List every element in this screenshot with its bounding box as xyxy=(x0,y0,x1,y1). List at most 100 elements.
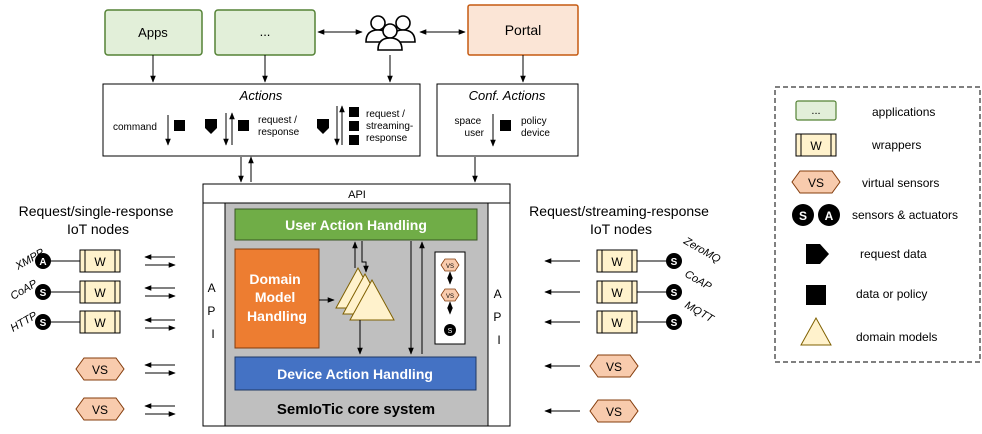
right-sensor-icon-1 xyxy=(666,253,682,269)
left-sensor-letter-2: S xyxy=(40,318,47,329)
right-vs-2-shape xyxy=(589,399,639,423)
right-arrows xyxy=(544,258,580,414)
user-action-label: User Action Handling xyxy=(285,217,427,233)
left-wrapper-3 xyxy=(79,310,121,334)
stream-vs-label-1: VS xyxy=(446,264,454,270)
left-node-row-1[interactable]: XMPP A W xyxy=(13,246,121,273)
left-vs-2-shape xyxy=(75,397,125,421)
conf-data-square xyxy=(500,120,511,131)
left-actuator-letter: A xyxy=(39,257,46,268)
right-protocol-zeromq: ZeroMQ xyxy=(681,235,723,266)
legend-request-data: request data xyxy=(806,244,927,264)
legend-domain-models: domain models xyxy=(800,316,937,346)
stream-sensor-icon xyxy=(444,324,456,336)
legend-box xyxy=(774,86,981,363)
legend-applications: ... applications xyxy=(795,100,935,121)
request-data-pentagon-1 xyxy=(205,119,217,134)
domain-models-triangles xyxy=(335,266,395,321)
right-sensor-letter-2: S xyxy=(671,288,678,299)
legend-sensor-symbol: S xyxy=(799,209,807,223)
legend-domain-label: domain models xyxy=(856,330,937,344)
left-sensor-icon-2 xyxy=(35,314,51,330)
right-protocol-coap: CoAP xyxy=(683,268,714,293)
right-vs-2[interactable]: VS xyxy=(589,399,639,423)
legend-actuator-swatch xyxy=(818,204,840,226)
device-action-handling[interactable] xyxy=(234,356,477,391)
left-wrapper-2-label: W xyxy=(94,286,106,300)
core-system-label: SemIoTic core system xyxy=(277,401,435,418)
legend-app-symbol: ... xyxy=(811,105,820,117)
domain-model-triangle-3 xyxy=(349,278,395,321)
right-sensor-icon-2 xyxy=(666,284,682,300)
left-actuator-icon xyxy=(35,253,51,269)
command-data-square xyxy=(174,120,185,131)
left-vs-1-shape xyxy=(75,357,125,381)
api-top-label: API xyxy=(348,189,366,201)
conf-right-label: policy device xyxy=(521,116,550,139)
left-vs-2[interactable]: VS xyxy=(75,397,125,421)
rs-data-square-3 xyxy=(349,135,359,145)
right-nodes-title: Request/streaming-response IoT nodes xyxy=(529,203,713,237)
legend-data-policy: data or policy xyxy=(806,285,927,305)
left-node-row-2[interactable]: CoAP S W xyxy=(9,278,121,304)
right-node-row-1[interactable]: W S ZeroMQ xyxy=(596,235,723,273)
right-protocol-mqtt: MQTT xyxy=(683,299,717,326)
conf-left-label: space user xyxy=(455,116,485,139)
actions-command-label: command xyxy=(113,122,157,133)
api-left-label: A P I xyxy=(207,281,218,341)
legend-request-label: request data xyxy=(860,247,927,261)
right-vs-1-label: VS xyxy=(606,360,622,374)
right-node-row-3[interactable]: W S MQTT xyxy=(596,299,717,334)
stream-vs-label-2: VS xyxy=(446,294,454,300)
left-wrapper-1 xyxy=(79,249,121,273)
stream-vs-icon-1 xyxy=(440,258,460,272)
actions-title: Actions xyxy=(239,88,283,103)
right-node-row-2[interactable]: W S CoAP xyxy=(596,268,714,304)
left-vs-1[interactable]: VS xyxy=(75,357,125,381)
user-action-handling[interactable] xyxy=(234,208,478,241)
legend-sensor-swatch xyxy=(792,204,814,226)
domain-model-handling[interactable] xyxy=(234,248,320,349)
stream-vs-icon-2 xyxy=(440,288,460,302)
right-vs-1[interactable]: VS xyxy=(589,354,639,378)
legend-vs-label: virtual sensors xyxy=(862,176,939,190)
rr-data-square xyxy=(238,120,249,131)
right-sensor-letter-3: S xyxy=(671,318,678,329)
right-sensor-icon-3 xyxy=(666,314,682,330)
legend-app-label: applications xyxy=(872,105,935,119)
portal-label: Portal xyxy=(505,22,542,38)
right-wrapper-1-label: W xyxy=(611,255,623,269)
rs-data-square-1 xyxy=(349,107,359,117)
left-sensor-letter-1: S xyxy=(40,288,47,299)
user-action-to-models-arrow xyxy=(361,241,369,273)
left-arrows xyxy=(144,254,176,417)
apps-label: Apps xyxy=(138,25,168,40)
legend-wrapper-symbol: W xyxy=(810,139,822,153)
legend-app-swatch xyxy=(795,100,837,121)
right-wrapper-2-label: W xyxy=(611,286,623,300)
legend-wrapper-swatch xyxy=(795,133,837,157)
domain-model-label: Domain Model Handling xyxy=(247,271,307,324)
legend-vs-swatch xyxy=(791,170,841,194)
request-response-label: request / response xyxy=(258,115,300,138)
right-wrapper-3-label: W xyxy=(611,316,623,330)
legend-domain-swatch xyxy=(800,316,832,346)
left-vs-2-label: VS xyxy=(92,403,108,417)
actions-box[interactable] xyxy=(102,83,421,157)
left-wrapper-1-label: W xyxy=(94,255,106,269)
api-right-label: A P I xyxy=(493,287,504,347)
legend-data-swatch xyxy=(806,285,826,305)
legend-vs-symbol: VS xyxy=(808,176,824,190)
more-apps-label: ... xyxy=(260,24,271,39)
left-wrapper-2 xyxy=(79,280,121,304)
request-data-pentagon-2 xyxy=(317,119,329,134)
left-node-row-3[interactable]: HTTP S W xyxy=(9,310,121,335)
legend-request-swatch xyxy=(806,244,829,264)
stream-sensor-label: S xyxy=(448,328,453,335)
left-wrapper-3-label: W xyxy=(94,316,106,330)
legend-sensors-actuators: S A sensors & actuators xyxy=(792,204,958,226)
legend-data-label: data or policy xyxy=(856,287,927,301)
right-sensor-letter-1: S xyxy=(671,257,678,268)
